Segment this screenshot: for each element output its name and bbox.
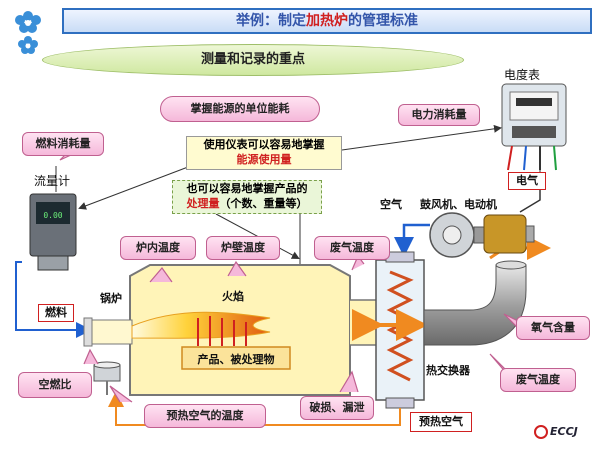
svg-text:0.00: 0.00 (43, 211, 62, 220)
page-title: 举例：制定加热炉的管理标准 (62, 8, 592, 34)
heat-exchanger-label: 热交换器 (426, 364, 470, 377)
flowmeter-label: 流量计 (34, 174, 71, 188)
flowmeter-icon: 0.00 (29, 193, 77, 271)
preheat-air-label: 预热空气 (410, 412, 472, 432)
air-fuel-ratio-callout: 空燃比 (18, 372, 92, 398)
exhaust-temp-bottom-callout: 废气温度 (500, 368, 576, 392)
wall-temp-callout: 炉壁温度 (206, 236, 280, 260)
instrument-note: 使用仪表可以容易地掌握 能源使用量 (186, 136, 342, 170)
unit-energy-callout: 掌握能源的单位能耗 (160, 96, 320, 122)
meter-title: 电度表 (504, 68, 541, 82)
fuel-label: 燃料 (38, 304, 74, 322)
oxygen-callout: 氧气含量 (516, 316, 590, 340)
furnace-temp-callout: 炉内温度 (120, 236, 196, 260)
subtitle: 测量和记录的重点 (42, 44, 464, 76)
boiler-label: 锅炉 (100, 292, 122, 305)
damage-leak-callout: 破损、漏泄 (300, 396, 374, 420)
fuel-consumption-callout: 燃料消耗量 (22, 132, 104, 156)
preheat-temp-callout: 预热空气的温度 (144, 404, 266, 428)
decorative-flowers-icon (15, 11, 41, 54)
eccj-logo-icon (534, 425, 548, 439)
power-consumption-callout: 电力消耗量 (398, 104, 480, 126)
electricity-label: 电气 (508, 172, 546, 190)
blower-motor-icon (429, 180, 541, 258)
products-label: 产品、被处理物 (197, 353, 275, 366)
exhaust-temp-top-callout: 废气温度 (314, 236, 390, 260)
product-note: 也可以容易地掌握产品的 处理量（个数、重量等） (172, 180, 322, 214)
air-label: 空气 (380, 198, 402, 211)
eccj-logo-text: ECCJ (550, 425, 578, 438)
electricity-meter-icon (501, 83, 567, 171)
blower-label: 鼓风机、电动机 (420, 198, 497, 211)
flame-label: 火焰 (222, 290, 244, 303)
